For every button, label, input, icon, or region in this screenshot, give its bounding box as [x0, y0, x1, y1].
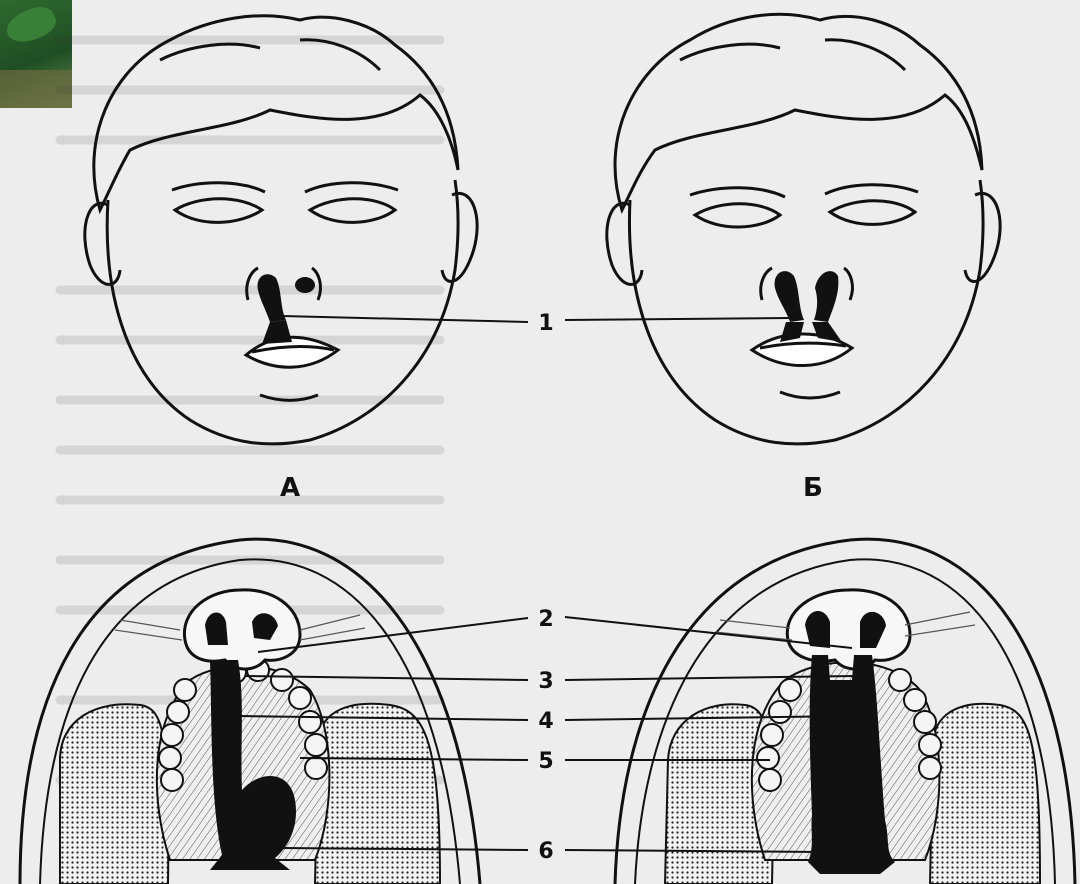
face-a-right-ear	[442, 193, 477, 281]
palate-a-nose	[184, 590, 300, 669]
palate-b-nose	[787, 590, 910, 669]
callout-2: 2	[538, 607, 553, 632]
palate-a	[20, 539, 480, 884]
face-b-chin	[780, 392, 840, 398]
callout-3: 3	[538, 669, 553, 694]
face-a-left-ear	[85, 203, 120, 284]
face-b-outline	[629, 180, 983, 444]
callout-6: 6	[538, 839, 553, 864]
face-b-nose-cleft	[761, 268, 853, 322]
callout-5: 5	[538, 749, 553, 774]
palate-a-right-cheek	[315, 704, 440, 884]
callout-numbers: 1 2 3 4 5 6	[538, 311, 553, 864]
face-b-right-eye	[830, 201, 915, 225]
face-a-hair	[94, 16, 458, 210]
face-a	[85, 16, 477, 444]
callout-1: 1	[538, 311, 553, 336]
callout-4: 4	[538, 709, 553, 734]
palate-a-left-cheek	[60, 704, 168, 884]
face-a-left-eye	[175, 199, 262, 223]
face-a-right-eye	[310, 199, 395, 223]
face-b-left-eye	[695, 204, 780, 227]
face-b-left-ear	[607, 203, 642, 284]
palate-b-right-cheek	[930, 704, 1040, 884]
face-a-nose-cleft	[247, 268, 321, 322]
face-b-hair	[615, 14, 982, 210]
face-b	[607, 14, 1000, 444]
face-b-mouth	[752, 322, 852, 366]
leader-1-left	[282, 316, 528, 322]
panel-label-a: А	[280, 473, 300, 503]
panel-label-b: Б	[803, 473, 823, 503]
palate-b	[615, 539, 1075, 884]
leader-1-right	[565, 318, 790, 320]
